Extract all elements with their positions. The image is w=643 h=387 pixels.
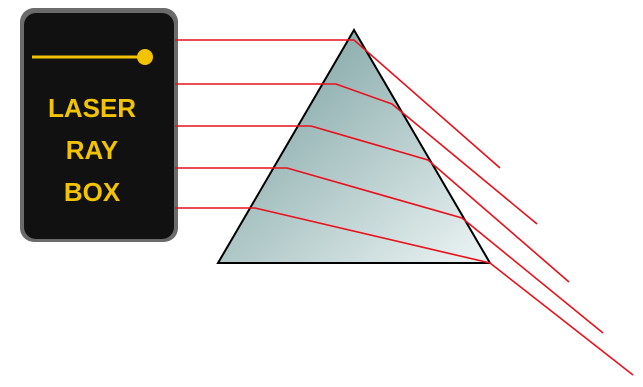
laser-ray-box: LASER RAY BOX bbox=[20, 8, 178, 242]
laser-emitter-icon bbox=[137, 49, 153, 65]
laser-box-label-line-2: RAY bbox=[66, 135, 119, 165]
laser-box-label-line-1: LASER bbox=[48, 93, 136, 123]
laser-box-label-line-3: BOX bbox=[64, 177, 121, 207]
prism bbox=[218, 30, 490, 263]
